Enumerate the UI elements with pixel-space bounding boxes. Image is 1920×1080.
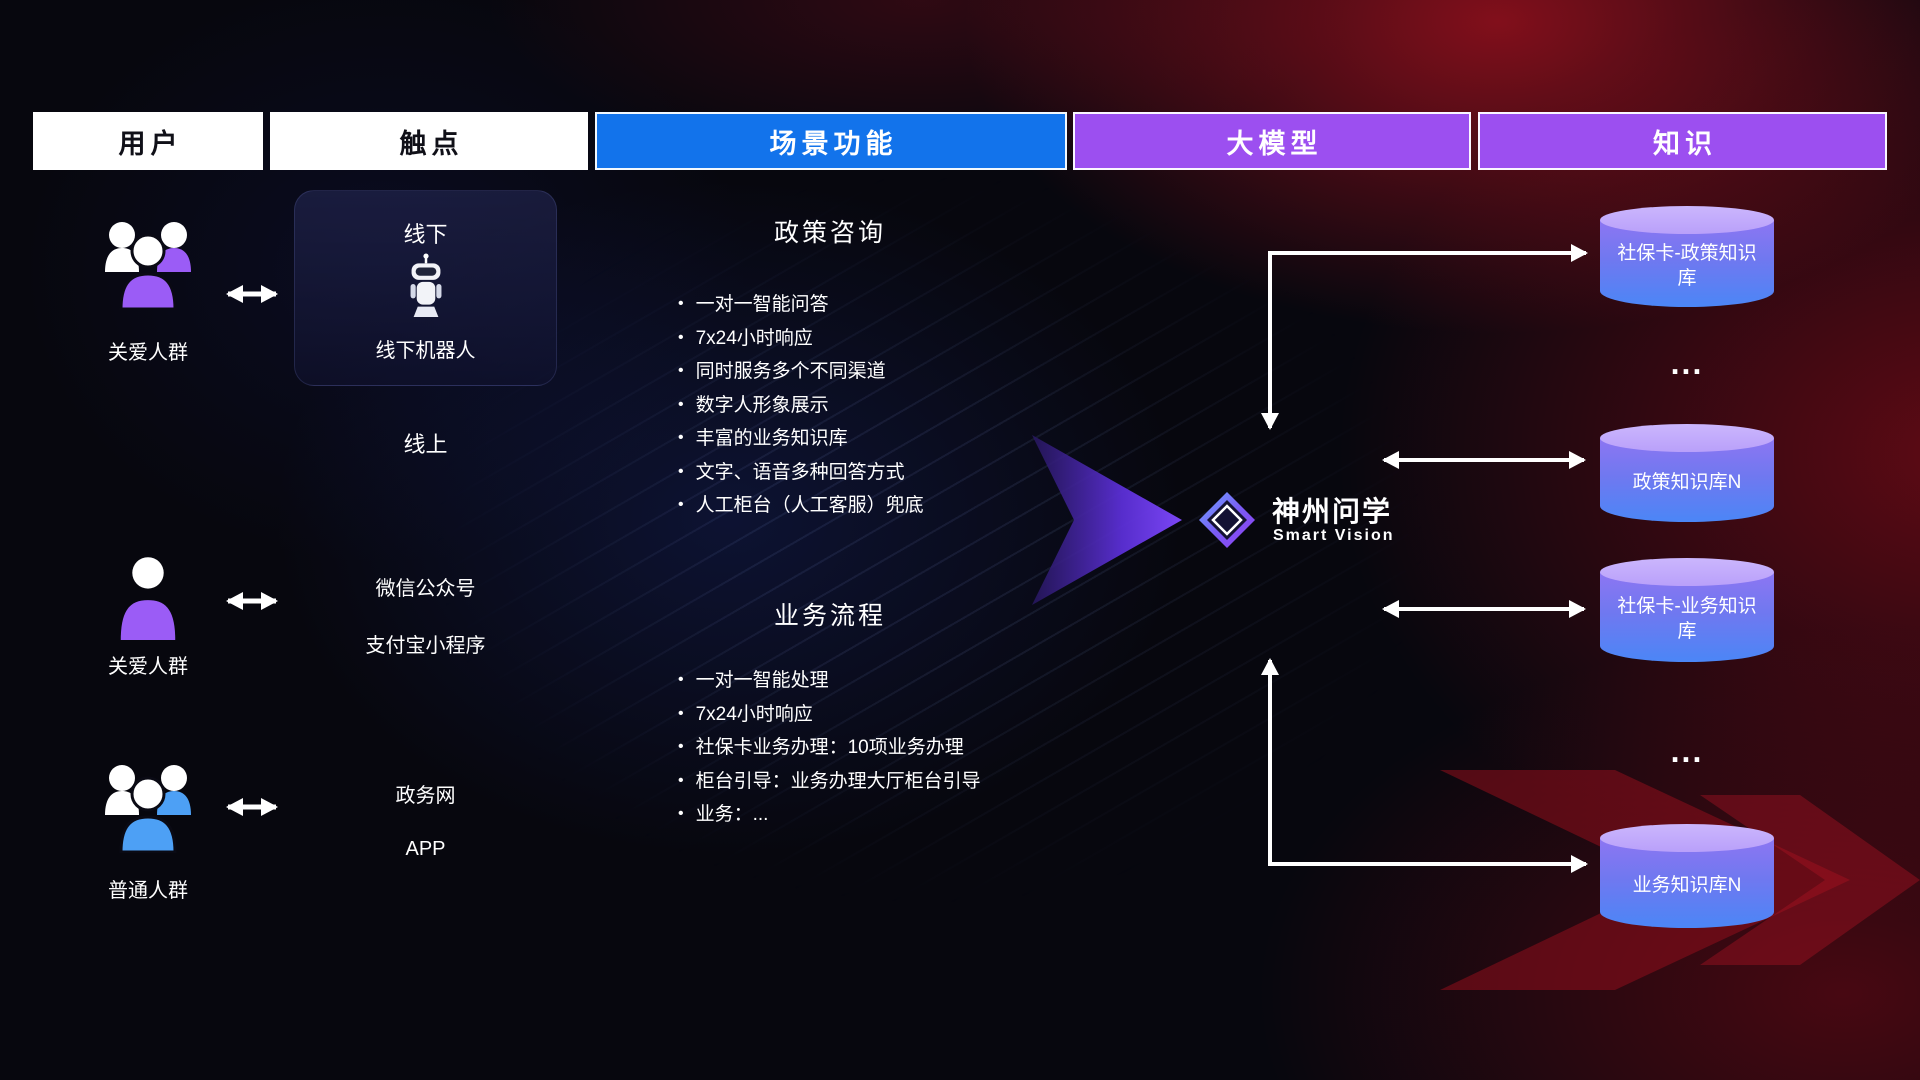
kb-ellipsis-1: ... bbox=[1670, 345, 1704, 381]
scenario-policy-title: 政策咨询 bbox=[773, 219, 886, 247]
policy-item: 人工柜台（人工客服）兜底 bbox=[678, 490, 1108, 524]
kb-label: 社保卡-业务知识库 bbox=[1617, 596, 1757, 642]
robot-icon bbox=[410, 253, 442, 317]
business-item: 7x24小时响应 bbox=[678, 699, 1148, 733]
header-touchpoints-label: 触点 bbox=[399, 128, 464, 159]
channel-alipay: 支付宝小程序 bbox=[365, 635, 486, 657]
user-label-care-group-2: 关爱人群 bbox=[108, 656, 188, 678]
model-name: 神州问学 bbox=[1272, 496, 1393, 527]
user-single-purple-icon bbox=[120, 557, 176, 640]
kb-label: 政策知识库N bbox=[1632, 471, 1742, 493]
kb-business-n: 业务知识库N bbox=[1600, 824, 1774, 928]
business-item: 社保卡业务办理：10项业务办理 bbox=[678, 732, 1148, 766]
user-label-general-group: 普通人群 bbox=[108, 880, 188, 902]
header-model-label: 大模型 bbox=[1226, 128, 1323, 159]
policy-item: 数字人形象展示 bbox=[678, 390, 1108, 424]
cylinder-body bbox=[1600, 438, 1774, 522]
cylinder-cap bbox=[1600, 424, 1774, 452]
channel-gov-web: 政务网 bbox=[395, 785, 456, 807]
cylinder-body bbox=[1600, 220, 1774, 307]
smart-vision-logo-icon bbox=[1199, 492, 1255, 548]
policy-item: 7x24小时响应 bbox=[678, 323, 1108, 357]
arrow-model-to-kb1 bbox=[1261, 244, 1588, 430]
header-users-label: 用户 bbox=[118, 128, 183, 159]
user-label-care-group-1: 关爱人群 bbox=[108, 342, 188, 364]
offline-robot-label: 线下机器人 bbox=[375, 340, 476, 362]
offline-touchpoint-panel: 线下 线下机器人 bbox=[294, 190, 557, 386]
header-touchpoints: 触点 bbox=[270, 112, 588, 170]
header-scenarios-label: 场景功能 bbox=[769, 128, 898, 159]
policy-item: 同时服务多个不同渠道 bbox=[678, 356, 1108, 390]
user-group-blue-icon bbox=[105, 765, 191, 853]
kb-policy-socialcard: 社保卡-政策知识库 bbox=[1600, 206, 1774, 307]
cylinder-body bbox=[1600, 572, 1774, 662]
online-title: 线上 bbox=[403, 432, 448, 457]
header-knowledge-label: 知识 bbox=[1653, 128, 1717, 159]
kb-policy-n: 政策知识库N bbox=[1600, 424, 1774, 522]
scenario-business-title: 业务流程 bbox=[773, 602, 886, 630]
kb-label: 社保卡-政策知识库 bbox=[1617, 242, 1757, 289]
cylinder-cap bbox=[1600, 824, 1774, 852]
policy-item: 一对一智能问答 bbox=[678, 289, 1108, 323]
scenario-business-list: 一对一智能处理 7x24小时响应 社保卡业务办理：10项业务办理 柜台引导：业务… bbox=[678, 665, 1148, 833]
channel-app: APP bbox=[405, 838, 446, 860]
business-item: 一对一智能处理 bbox=[678, 665, 1148, 699]
scenario-policy-list: 一对一智能问答 7x24小时响应 同时服务多个不同渠道 数字人形象展示 丰富的业… bbox=[678, 289, 1108, 524]
business-item: 柜台引导：业务办理大厅柜台引导 bbox=[678, 766, 1148, 800]
header-knowledge: 知识 bbox=[1478, 112, 1887, 170]
kb-ellipsis-2: ... bbox=[1670, 733, 1704, 769]
header-users: 用户 bbox=[33, 112, 263, 170]
cylinder-cap bbox=[1600, 206, 1774, 234]
channel-wechat: 微信公众号 bbox=[375, 578, 476, 600]
policy-item: 文字、语音多种回答方式 bbox=[678, 457, 1108, 491]
offline-title: 线下 bbox=[403, 222, 448, 247]
kb-business-socialcard: 社保卡-业务知识库 bbox=[1600, 558, 1774, 662]
business-item: 业务：... bbox=[678, 799, 1148, 833]
model-subtitle: Smart Vision bbox=[1273, 527, 1395, 544]
kb-label: 业务知识库N bbox=[1632, 874, 1742, 896]
user-group-purple-icon bbox=[105, 222, 191, 310]
arrow-model-to-kb4 bbox=[1261, 658, 1588, 873]
policy-item: 丰富的业务知识库 bbox=[678, 423, 1108, 457]
header-model: 大模型 bbox=[1073, 112, 1471, 170]
cylinder-cap bbox=[1600, 558, 1774, 586]
header-scenarios: 场景功能 bbox=[595, 112, 1067, 170]
